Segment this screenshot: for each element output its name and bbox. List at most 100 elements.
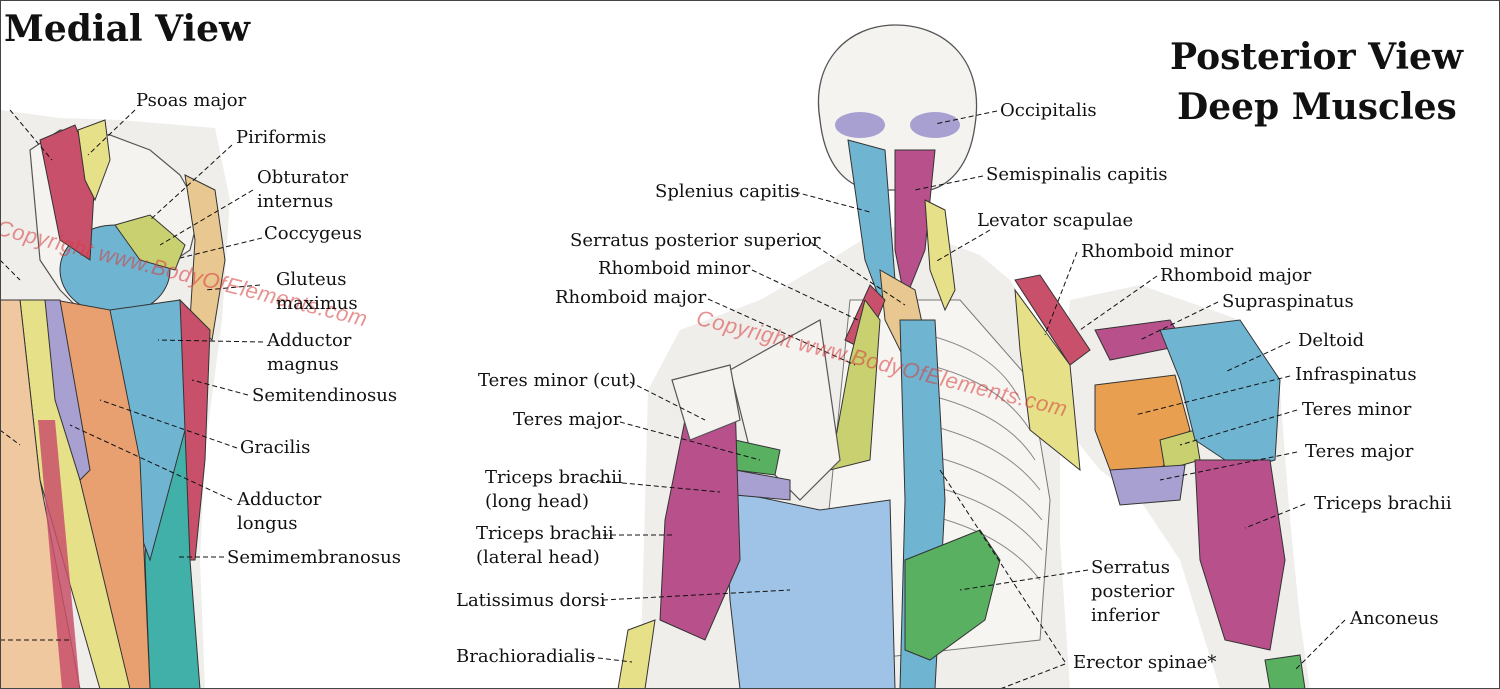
label-splenius-capitis: Splenius capitis: [655, 181, 800, 202]
rhomboid-major-left-muscle: [829, 298, 881, 471]
label-triceps-right: Triceps brachii: [1314, 493, 1452, 514]
label-infraspinatus: Infraspinatus: [1295, 364, 1417, 385]
label-gluteus-maximus-line1: Gluteus: [276, 269, 347, 290]
label-teres-major-right: Teres major: [1305, 441, 1414, 462]
label-triceps-lateral-line1: Triceps brachii: [476, 523, 614, 544]
leader-anconeus: [1294, 619, 1346, 671]
occipitalis-muscle-left: [835, 112, 885, 138]
label-rhomboid-minor-right: Rhomboid minor: [1081, 241, 1234, 262]
leader-serratus-inf: [959, 569, 1089, 591]
leader-teres-major-left: [619, 421, 761, 461]
label-serratus-posterior-inferior-line3: inferior: [1091, 605, 1160, 626]
medial-lavender-strap: [44, 299, 91, 481]
leader-teres-minor-cut: [629, 381, 706, 421]
label-levator-scapulae: Levator scapulae: [977, 210, 1134, 231]
label-latissimus-dorsi: Latissimus dorsi: [456, 590, 606, 611]
levator-scapulae-muscle: [924, 199, 956, 312]
leader-left-edge-2: [0, 259, 21, 281]
posterior-view-figure: [617, 24, 1310, 689]
rhomboid-major-right-muscle: [1014, 288, 1081, 472]
leader-teres-major-right: [1159, 451, 1298, 481]
occipitalis-muscle-right: [910, 112, 960, 138]
label-rhomboid-major-right: Rhomboid major: [1160, 265, 1312, 286]
label-coccygeus: Coccygeus: [264, 223, 362, 244]
label-deltoid: Deltoid: [1298, 330, 1365, 351]
leader-rhomboid-major-left: [707, 298, 856, 366]
label-obturator-internus-line1: Obturator: [257, 167, 349, 188]
label-gluteus-maximus-line2: maximus: [276, 293, 358, 314]
posterior-view-heading-line1: Posterior View: [1170, 36, 1463, 78]
label-teres-major-left: Teres major: [513, 409, 622, 430]
leader-rhomboid-minor-left: [751, 269, 859, 321]
label-psoas-major: Psoas major: [136, 90, 247, 111]
label-teres-minor: Teres minor: [1302, 399, 1412, 420]
leader-rhomboid-minor-right: [1044, 251, 1078, 336]
leader-semispinalis: [914, 175, 984, 191]
leader-supraspinatus: [1139, 301, 1219, 341]
label-brachioradialis: Brachioradialis: [456, 646, 595, 667]
leader-latissimus: [602, 589, 791, 601]
leader-adductor-longus: [69, 424, 233, 501]
leader-erector-spinae-a: [939, 469, 1066, 663]
leader-brachioradialis: [589, 656, 633, 663]
triceps-right-muscle: [1194, 459, 1286, 651]
label-rhomboid-major-left: Rhomboid major: [555, 287, 707, 308]
brachioradialis-muscle: [617, 619, 656, 689]
label-semispinalis-capitis: Semispinalis capitis: [986, 164, 1168, 185]
piriformis-muscle: [77, 119, 111, 202]
leader-teres-minor: [1179, 409, 1298, 446]
leader-adductor-magnus: [157, 339, 264, 343]
leader-triceps-long: [589, 479, 721, 493]
label-adductor-longus-line1: Adductor: [237, 489, 322, 510]
label-gracilis: Gracilis: [240, 437, 311, 458]
leader-obturator: [159, 189, 254, 246]
medial-view-figure: [0, 110, 230, 689]
label-triceps-lateral-line2: (lateral head): [476, 547, 600, 568]
gluteus-maximus-muscle: [184, 174, 226, 341]
leader-gluteus: [204, 284, 261, 291]
label-occipitalis: Occipitalis: [1000, 100, 1097, 121]
leader-triceps-right: [1244, 503, 1306, 529]
leader-gracilis: [99, 399, 238, 449]
leader-left-edge-1: [9, 109, 53, 161]
medial-leader-lines: [0, 109, 264, 641]
label-triceps-long-line2: (long head): [485, 491, 589, 512]
psoas-major-muscle: [39, 124, 96, 261]
label-adductor-magnus-line1: Adductor: [267, 330, 352, 351]
label-serratus-posterior-inferior-line1: Serratus: [1091, 557, 1170, 578]
teres-major-right-muscle: [1109, 464, 1186, 506]
label-supraspinatus: Supraspinatus: [1222, 291, 1354, 312]
label-triceps-long-line1: Triceps brachii: [485, 467, 623, 488]
leader-deltoid: [1224, 341, 1291, 373]
label-serratus-posterior-inferior-line2: posterior: [1091, 581, 1175, 602]
leader-coccygeus: [179, 237, 263, 259]
label-semimembranosus: Semimembranosus: [227, 547, 401, 568]
label-teres-minor-cut: Teres minor (cut): [478, 370, 637, 391]
leader-infraspinatus: [1134, 375, 1291, 416]
label-piriformis: Piriformis: [236, 127, 327, 148]
leader-splenius: [794, 191, 871, 213]
label-semitendinosus: Semitendinosus: [252, 385, 398, 406]
label-adductor-magnus-line2: magnus: [267, 354, 339, 375]
medial-view-heading: Medial View: [4, 8, 251, 50]
label-adductor-longus-line2: longus: [237, 513, 298, 534]
anconeus-muscle: [1264, 654, 1306, 689]
leader-piriformis: [149, 144, 233, 221]
left-humerus-bone: [671, 364, 741, 441]
medial-red-stripe: [38, 420, 80, 689]
leader-erector-spinae-b: [999, 663, 1066, 689]
leader-left-edge-3: [0, 429, 21, 446]
posterior-view-heading-line2: Deep Muscles: [1177, 86, 1457, 128]
leader-psoas-major: [87, 109, 136, 156]
leader-semitendinosus: [191, 379, 249, 396]
label-serratus-posterior-superior: Serratus posterior superior: [570, 230, 821, 251]
label-erector-spinae: Erector spinae*: [1073, 652, 1217, 673]
label-rhomboid-minor-left: Rhomboid minor: [598, 258, 751, 279]
rhomboid-minor-right-muscle: [1014, 274, 1091, 366]
leader-levator: [934, 229, 991, 263]
posterior-leader-lines: [589, 110, 1346, 689]
serratus-posterior-inferior-muscle: [904, 529, 1001, 661]
label-anconeus: Anconeus: [1350, 608, 1439, 629]
